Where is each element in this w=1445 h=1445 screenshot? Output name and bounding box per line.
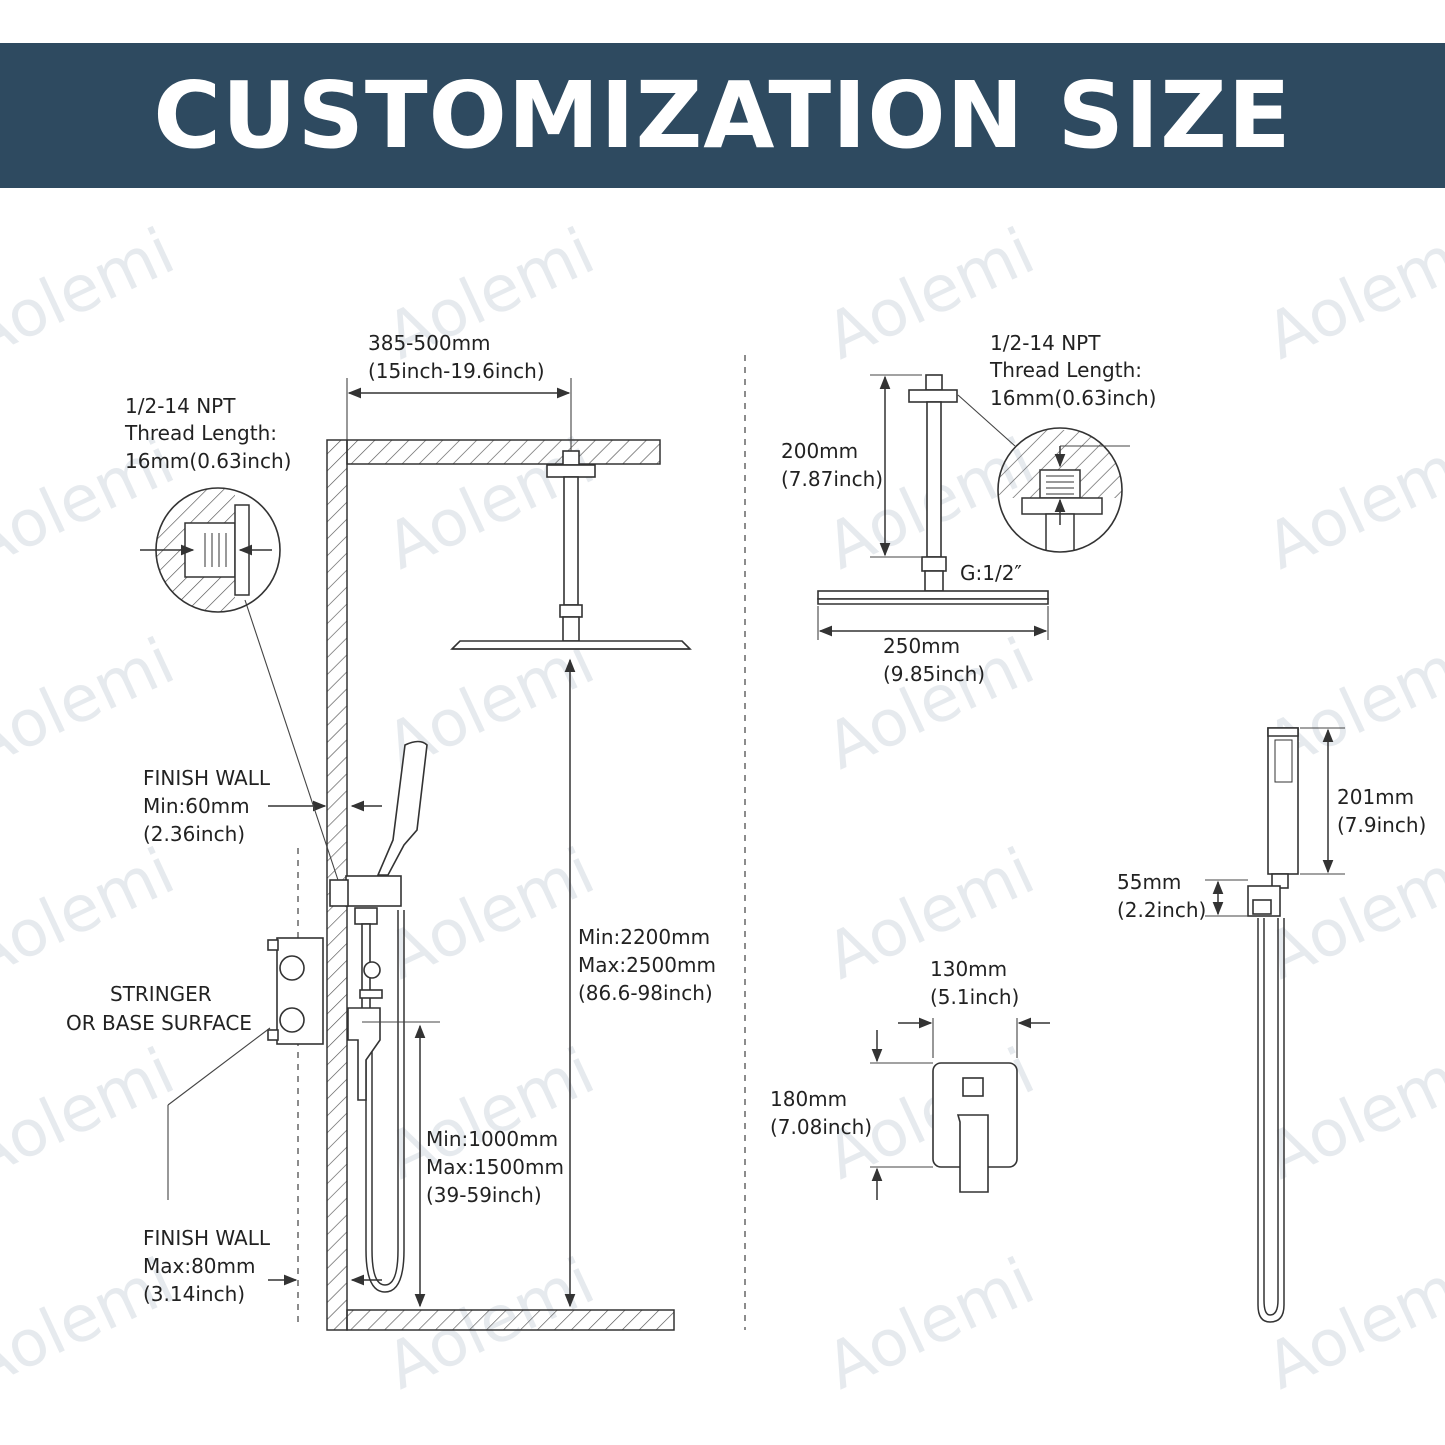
head-width-label: 250mm bbox=[883, 634, 960, 658]
thread-label: 1/2-14 NPT bbox=[125, 394, 236, 418]
plate-height-label: 180mm bbox=[770, 1087, 847, 1111]
total-height-label: Min:2200mm bbox=[578, 925, 710, 949]
rain-head-detail bbox=[817, 374, 1049, 640]
holder-height-label: 55mm bbox=[1117, 870, 1181, 894]
watermark-text: Aolemi bbox=[0, 625, 185, 785]
connector-label: G:1/2″ bbox=[960, 561, 1022, 585]
handheld-assembly bbox=[267, 740, 428, 1293]
labels: 385-500mm (15inch-19.6inch) 1/2-14 NPT T… bbox=[66, 331, 1426, 1306]
right-thread-label: Thread Length: bbox=[989, 358, 1142, 382]
watermark-text: Aolemi bbox=[0, 1035, 185, 1195]
handheld-length-label: 201mm bbox=[1337, 785, 1414, 809]
handheld-length-label: (7.9inch) bbox=[1337, 813, 1426, 837]
plate-width-label: (5.1inch) bbox=[930, 985, 1019, 1009]
watermark-text: Aolemi bbox=[815, 1245, 1045, 1405]
page-title: CUSTOMIZATION SIZE bbox=[153, 62, 1292, 169]
holder-height-label: (2.2inch) bbox=[1117, 898, 1206, 922]
right-thread-label: 16mm(0.63inch) bbox=[990, 386, 1156, 410]
rain-shower-assembly bbox=[450, 450, 692, 650]
watermark-text: Aolemi bbox=[0, 215, 185, 375]
valve-height-label: (39-59inch) bbox=[426, 1183, 542, 1207]
plate-height-label: (7.08inch) bbox=[770, 1115, 872, 1139]
total-height-label: (86.6-98inch) bbox=[578, 981, 713, 1005]
plate-width-label: 130mm bbox=[930, 957, 1007, 981]
finish-wall-min-label: FINISH WALL bbox=[143, 766, 271, 790]
left-dimensions bbox=[167, 378, 576, 1308]
title-banner: CUSTOMIZATION SIZE bbox=[0, 43, 1445, 188]
top-width-label: 385-500mm bbox=[368, 331, 491, 355]
stringer-label: OR BASE SURFACE bbox=[66, 1011, 252, 1035]
thread-label: 16mm(0.63inch) bbox=[125, 449, 291, 473]
finish-wall-max-label: (3.14inch) bbox=[143, 1282, 245, 1306]
watermark-text: Aolemi bbox=[375, 835, 605, 995]
valve-height-label: Max:1500mm bbox=[426, 1155, 564, 1179]
arm-length-label: (7.87inch) bbox=[781, 467, 883, 491]
thread-label: Thread Length: bbox=[124, 421, 277, 445]
total-height-label: Max:2500mm bbox=[578, 953, 716, 977]
watermark-text: Aolemi bbox=[1255, 425, 1445, 585]
handheld-detail bbox=[1205, 727, 1345, 1323]
watermark-text: Aolemi bbox=[0, 835, 185, 995]
stringer-label: STRINGER bbox=[110, 982, 212, 1006]
finish-wall-min-label: Min:60mm bbox=[143, 794, 250, 818]
valve-plate-detail bbox=[870, 1017, 1050, 1200]
arm-length-label: 200mm bbox=[781, 439, 858, 463]
finish-wall-max-label: Max:80mm bbox=[143, 1254, 256, 1278]
watermark-text: Aolemi bbox=[1255, 215, 1445, 375]
top-width-label: (15inch-19.6inch) bbox=[368, 359, 545, 383]
finish-wall-max-label: FINISH WALL bbox=[143, 1226, 271, 1250]
right-thread-label: 1/2-14 NPT bbox=[990, 331, 1101, 355]
finish-wall-min-label: (2.36inch) bbox=[143, 822, 245, 846]
head-width-label: (9.85inch) bbox=[883, 662, 985, 686]
right-thread-detail bbox=[997, 427, 1130, 553]
valve-height-label: Min:1000mm bbox=[426, 1127, 558, 1151]
